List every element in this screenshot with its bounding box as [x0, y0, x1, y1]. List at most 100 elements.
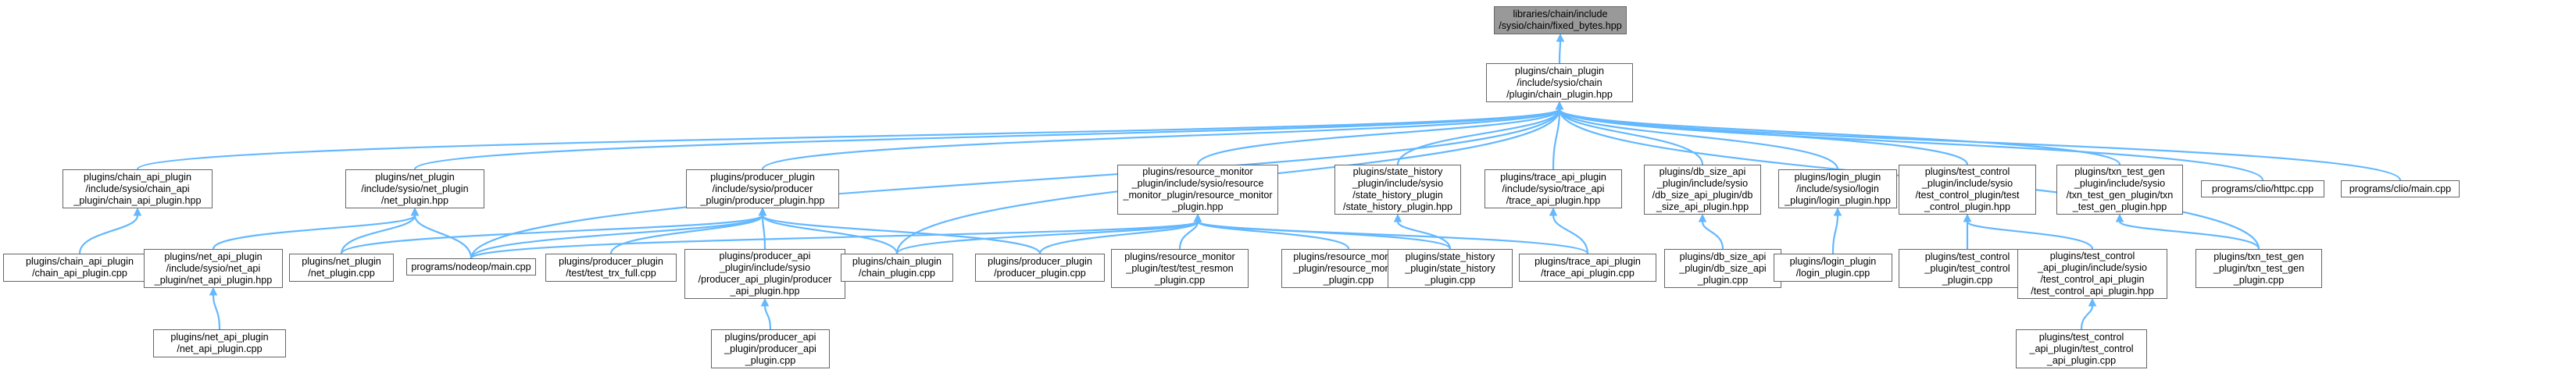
node-test-trx-full-cpp[interactable]: plugins/producer_plugin/test/test_trx_fu…	[545, 254, 677, 282]
node-chain-api-plugin-cpp[interactable]: plugins/chain_api_plugin/chain_api_plugi…	[3, 254, 156, 282]
node-fixed-bytes: libraries/chain/include/sysio/chain/fixe…	[1494, 6, 1627, 34]
node-nodeop-main-cpp[interactable]: programs/nodeop/main.cpp	[406, 258, 536, 275]
edge-db-size-api-cpp-to-db-size-api-hpp	[1701, 221, 1724, 250]
edge-clio-main-cpp-to-chain-plugin-hpp	[1558, 108, 2402, 181]
edge-login-plugin-hpp-to-chain-plugin-hpp	[1558, 108, 1839, 170]
node-label: programs/clio/httpc.cpp	[2211, 183, 2314, 194]
edge-test-control-api-hpp-to-test-control-hpp	[1966, 220, 2094, 250]
edge-net-plugin-hpp-to-chain-plugin-hpp	[413, 108, 1561, 170]
edge-producer-plugin-cpp-to-producer-plugin-hpp	[761, 214, 1041, 254]
edge-test-control-api-cpp-to-test-control-api-hpp	[2080, 305, 2094, 330]
edge-net-api-plugin-cpp-to-net-api-plugin-hpp	[212, 294, 221, 330]
node-label: plugins/resource_monitor_plugin/test/tes…	[1124, 251, 1235, 286]
node-label: plugins/net_plugin/net_plugin.cpp	[302, 256, 381, 279]
node-db-size-api-cpp[interactable]: plugins/db_size_api_plugin/db_size_api_p…	[1664, 249, 1781, 288]
edge-producer-plugin-cpp-to-resource-monitor-hpp	[1038, 220, 1199, 254]
node-label: plugins/producer_plugin/producer_plugin.…	[988, 256, 1092, 279]
edge-net-plugin-cpp-to-net-plugin-hpp	[340, 215, 416, 254]
edge-arrowhead	[1963, 213, 1972, 222]
edge-trace-api-cpp-to-resource-monitor-hpp	[1196, 220, 1589, 255]
node-label: plugins/net_api_plugin/net_api_plugin.cp…	[170, 332, 269, 354]
edge-net-plugin-cpp-to-producer-plugin-hpp	[340, 214, 764, 254]
edge-arrowhead	[1833, 207, 1842, 216]
edge-resource-monitor-cpp-to-resource-monitor-hpp	[1196, 220, 1350, 250]
node-label: plugins/test_control_api_plugin/test_con…	[2029, 331, 2134, 366]
node-producer-api-hpp[interactable]: plugins/producer_api_plugin/include/sysi…	[684, 249, 845, 299]
node-net-api-plugin-hpp[interactable]: plugins/net_api_plugin/include/sysio/net…	[144, 249, 283, 288]
node-label: plugins/db_size_api_plugin/db_size_api_p…	[1679, 251, 1767, 286]
node-chain-api-plugin-hpp[interactable]: plugins/chain_api_plugin/include/sysio/c…	[63, 169, 213, 208]
edge-arrowhead	[1555, 101, 1564, 110]
node-test-control-api-cpp[interactable]: plugins/test_control_api_plugin/test_con…	[2016, 329, 2147, 368]
edge-arrowhead	[1193, 213, 1202, 222]
node-db-size-api-hpp[interactable]: plugins/db_size_api_plugin/include/sysio…	[1644, 165, 1761, 215]
edge-chain-api-plugin-cpp-to-chain-api-plugin-hpp	[78, 215, 139, 254]
node-label: plugins/state_history_plugin/include/sys…	[1342, 166, 1453, 212]
node-label: plugins/db_size_api_plugin/include/sysio…	[1652, 166, 1753, 212]
edge-nodeop-main-cpp-to-chain-plugin-hpp	[470, 108, 1561, 259]
node-label: plugins/producer_plugin/test/test_trx_fu…	[559, 256, 663, 279]
node-label: plugins/test_control_api_plugin/include/…	[2031, 251, 2154, 297]
node-chain-plugin-cpp[interactable]: plugins/chain_plugin/chain_plugin.cpp	[841, 254, 953, 282]
node-resource-monitor-hpp[interactable]: plugins/resource_monitor_plugin/include/…	[1117, 165, 1278, 215]
node-state-history-cpp[interactable]: plugins/state_history_plugin/state_histo…	[1388, 249, 1513, 288]
node-label: plugins/producer_api_plugin/include/sysi…	[698, 251, 832, 297]
edge-chain-plugin-cpp-to-resource-monitor-hpp	[895, 220, 1199, 254]
node-net-plugin-hpp[interactable]: plugins/net_plugin/include/sysio/net_plu…	[345, 169, 484, 208]
node-chain-plugin-hpp[interactable]: plugins/chain_plugin/include/sysio/chain…	[1486, 63, 1633, 102]
node-net-plugin-cpp[interactable]: plugins/net_plugin/net_plugin.cpp	[289, 254, 394, 282]
node-label: plugins/producer_api_plugin/producer_api…	[724, 331, 816, 366]
node-label: plugins/net_plugin/include/sysio/net_plu…	[361, 171, 469, 206]
edge-txn-test-gen-cpp-to-txn-test-gen-hpp	[2118, 220, 2260, 250]
node-test-resmon-cpp[interactable]: plugins/resource_monitor_plugin/test/tes…	[1111, 249, 1249, 288]
node-label: programs/nodeop/main.cpp	[411, 261, 531, 272]
node-test-control-hpp[interactable]: plugins/test_control_plugin/include/sysi…	[1899, 165, 2036, 215]
node-label: plugins/trace_api_plugin/trace_api_plugi…	[1535, 256, 1641, 279]
node-label: plugins/txn_test_gen_plugin/include/sysi…	[2066, 166, 2174, 212]
edge-arrowhead	[1549, 207, 1558, 216]
node-txn-test-gen-cpp[interactable]: plugins/txn_test_gen_plugin/txn_test_gen…	[2195, 249, 2322, 288]
node-net-api-plugin-cpp[interactable]: plugins/net_api_plugin/net_api_plugin.cp…	[153, 329, 286, 357]
edge-db-size-api-hpp-to-chain-plugin-hpp	[1558, 108, 1704, 165]
node-clio-main-cpp[interactable]: programs/clio/main.cpp	[2341, 180, 2460, 197]
edge-state-history-cpp-to-state-history-hpp	[1396, 221, 1452, 250]
edge-arrowhead	[1556, 33, 1565, 42]
edge-test-trx-full-cpp-to-producer-plugin-hpp	[609, 215, 764, 254]
node-login-plugin-hpp[interactable]: plugins/login_plugin/include/sysio/login…	[1778, 169, 1897, 208]
node-label: plugins/login_plugin/include/sysio/login…	[1785, 171, 1891, 206]
edge-state-history-hpp-to-chain-plugin-hpp	[1396, 108, 1561, 165]
edge-trace-api-hpp-to-chain-plugin-hpp	[1552, 108, 1561, 170]
edge-nodeop-main-cpp-to-net-plugin-hpp	[413, 215, 473, 259]
node-trace-api-hpp[interactable]: plugins/trace_api_plugin/include/sysio/t…	[1485, 169, 1622, 208]
edge-chain-api-plugin-hpp-to-chain-plugin-hpp	[136, 108, 1561, 170]
node-label: plugins/txn_test_gen_plugin/txn_test_gen…	[2213, 251, 2305, 286]
node-label: plugins/test_control_plugin/test_control…	[1924, 251, 2010, 286]
node-test-control-api-hpp[interactable]: plugins/test_control_api_plugin/include/…	[2017, 249, 2167, 299]
edge-test-resmon-cpp-to-resource-monitor-hpp	[1178, 221, 1199, 250]
node-label: plugins/chain_plugin/chain_plugin.cpp	[852, 256, 942, 279]
node-label: programs/clio/main.cpp	[2349, 183, 2452, 194]
node-label: plugins/chain_api_plugin/include/sysio/c…	[73, 171, 202, 206]
edge-net-api-plugin-hpp-to-net-plugin-hpp	[212, 214, 416, 250]
node-label: plugins/resource_monitor_plugin/include/…	[1123, 166, 1273, 212]
node-label: libraries/chain/include/sysio/chain/fixe…	[1499, 9, 1622, 31]
node-label: plugins/chain_api_plugin/chain_api_plugi…	[26, 256, 134, 279]
node-label: plugins/chain_plugin/include/sysio/chain…	[1506, 65, 1613, 100]
node-httpc-cpp[interactable]: programs/clio/httpc.cpp	[2201, 180, 2324, 197]
node-label: plugins/state_history_plugin/state_histo…	[1405, 251, 1495, 286]
node-test-control-cpp[interactable]: plugins/test_control_plugin/test_control…	[1899, 249, 2036, 288]
edge-arrowhead	[1698, 213, 1707, 222]
edge-resource-monitor-hpp-to-chain-plugin-hpp	[1196, 108, 1561, 165]
node-state-history-hpp[interactable]: plugins/state_history_plugin/include/sys…	[1334, 165, 1461, 215]
edge-test-control-hpp-to-chain-plugin-hpp	[1558, 108, 1969, 165]
node-producer-plugin-hpp[interactable]: plugins/producer_plugin/include/sysio/pr…	[686, 169, 839, 208]
node-txn-test-gen-hpp[interactable]: plugins/txn_test_gen_plugin/include/sysi…	[2056, 165, 2183, 215]
edge-producer-plugin-hpp-to-chain-plugin-hpp	[761, 108, 1561, 170]
node-producer-api-cpp[interactable]: plugins/producer_api_plugin/producer_api…	[711, 329, 830, 368]
node-login-plugin-cpp[interactable]: plugins/login_plugin/login_plugin.cpp	[1774, 254, 1892, 282]
edge-arrowhead	[760, 297, 770, 307]
edge-arrowhead	[2115, 213, 2124, 222]
node-trace-api-cpp[interactable]: plugins/trace_api_plugin/trace_api_plugi…	[1519, 254, 1656, 282]
node-producer-plugin-cpp[interactable]: plugins/producer_plugin/producer_plugin.…	[975, 254, 1105, 282]
